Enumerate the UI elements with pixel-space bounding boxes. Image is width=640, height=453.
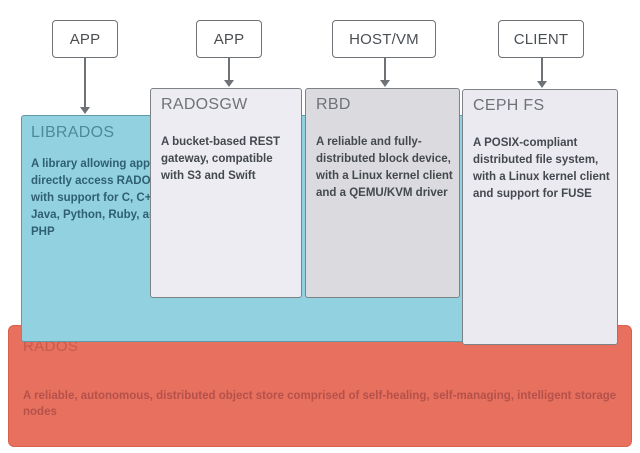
client-box-app-librados[interactable]: APP [52,20,118,58]
connector-app-to-librados [84,58,86,109]
radosgw-title: RADOSGW [161,96,248,113]
client-box-hostvm-rbd[interactable]: HOST/VM [332,20,436,58]
rbd-title: RBD [316,96,351,113]
connector-app-to-radosgw [228,58,230,82]
connector-hostvm-to-rbd [384,58,386,82]
librados-title: LIBRADOS [31,124,115,141]
rados-description: A reliable, autonomous, distributed obje… [23,390,617,418]
rbd-layer-box: RBD A reliable and fully-distributed blo… [305,88,460,298]
arrowhead-app-to-radosgw [223,80,234,87]
radosgw-layer-box: RADOSGW A bucket-based REST gateway, com… [150,88,302,298]
client-box-app-radosgw[interactable]: APP [196,20,262,58]
connector-client-to-cephfs [541,58,543,83]
client-box-app-librados-label: APP [69,30,101,48]
client-box-app-radosgw-label: APP [213,30,245,48]
rados-title: RADOS [23,338,79,355]
cephfs-description: A POSIX-compliant distributed file syste… [473,137,610,200]
arrowhead-client-to-cephfs [536,81,547,88]
arrowhead-hostvm-to-rbd [379,80,390,87]
arrowhead-app-to-librados [79,107,90,114]
rbd-description: A reliable and fully-distributed block d… [316,136,453,199]
client-box-client-cephfs[interactable]: CLIENT [498,20,584,58]
client-box-client-cephfs-label: CLIENT [513,30,569,48]
cephfs-title: CEPH FS [473,97,545,114]
radosgw-description: A bucket-based REST gateway, compatible … [161,136,281,182]
rados-layer-box: RADOS A reliable, autonomous, distribute… [8,325,632,447]
librados-description: A library allowing apps to directly acce… [31,158,171,238]
cephfs-layer-box: CEPH FS A POSIX-compliant distributed fi… [462,89,618,345]
client-box-hostvm-rbd-label: HOST/VM [349,30,419,48]
